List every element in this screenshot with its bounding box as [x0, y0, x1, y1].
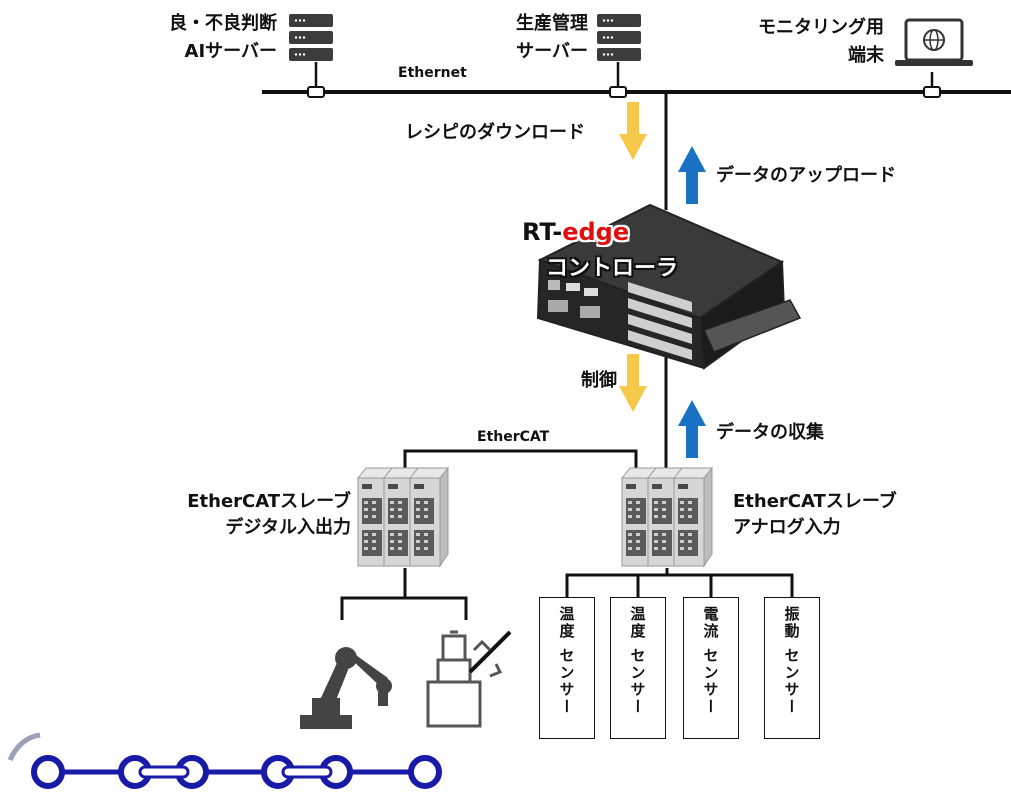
prod-server-label-line2: サーバー — [516, 41, 588, 62]
control-down-arrow — [619, 354, 647, 412]
controller-title-prefix: RT- — [522, 218, 563, 246]
prod-server-label-line1: 生産管理 — [516, 13, 588, 34]
analog-slave-label-line2: アナログ入力 — [733, 517, 841, 538]
sensor-label-2: 温度 センサー — [628, 606, 647, 716]
ai-server-icon — [289, 14, 333, 61]
digital-slave-modules — [357, 467, 449, 567]
recipe-download-label: レシピのダウンロード — [405, 122, 585, 143]
ethercat-label: EtherCAT — [477, 429, 550, 445]
prod-server-icon — [597, 14, 641, 61]
controller-subtitle: コントローラ — [546, 256, 679, 281]
data-upload-label: データのアップロード — [716, 165, 896, 186]
sensor-box-2: 温度 センサー — [610, 597, 666, 739]
collect-up-arrow — [678, 400, 706, 458]
prod-server-port — [609, 86, 627, 98]
control-label: 制御 — [581, 370, 617, 391]
sensor-box-1: 温度 センサー — [539, 597, 595, 739]
analog-slave-label-line1: EtherCATスレーブ — [733, 491, 897, 512]
recipe-down-arrow — [619, 102, 647, 160]
valve-actuator-icon — [426, 630, 512, 728]
controller-title-highlight: edge — [562, 218, 630, 246]
controller-title: RT-edge — [522, 218, 629, 246]
ai-server-label-line2: AIサーバー — [184, 41, 277, 62]
sensor-box-3: 電流 センサー — [683, 597, 739, 739]
analog-slave-modules — [621, 467, 713, 567]
ai-server-port — [307, 86, 325, 98]
monitor-port — [923, 86, 941, 98]
digital-slave-label-line2: デジタル入出力 — [225, 517, 351, 538]
monitor-label-line1: モニタリング用 — [758, 17, 884, 38]
sensor-label-3: 電流 センサー — [701, 606, 720, 716]
upload-up-arrow — [678, 146, 706, 204]
laptop-icon — [895, 18, 973, 66]
ai-server-label-line1: 良・不良判断 — [169, 13, 277, 34]
ethercat-bus — [403, 449, 638, 478]
data-collection-label: データの収集 — [716, 422, 824, 443]
ethernet-label: Ethernet — [398, 65, 467, 81]
digital-slave-label-line1: EtherCATスレーブ — [187, 491, 351, 512]
sensor-label-4: 振動 センサー — [782, 606, 801, 716]
sensor-box-4: 振動 センサー — [764, 597, 820, 739]
robot-arm-icon — [300, 647, 392, 729]
monitor-label-line2: 端末 — [848, 45, 884, 66]
chain-logo-icon — [7, 732, 442, 789]
sensor-label-1: 温度 センサー — [557, 606, 576, 716]
controller-box — [536, 203, 802, 370]
